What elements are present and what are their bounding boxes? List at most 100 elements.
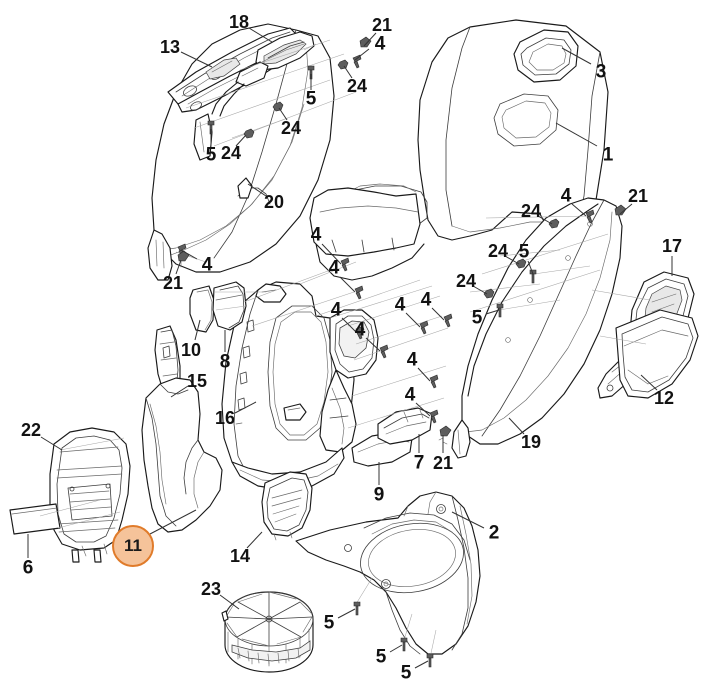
callout-label-24[interactable]: 24 [455, 271, 477, 291]
callout-label-5[interactable]: 5 [323, 612, 335, 634]
leader-line-4 [417, 367, 431, 382]
leader-line-10 [194, 319, 201, 341]
leader-line-5 [414, 660, 429, 669]
leader-line-14 [246, 531, 263, 549]
part-12-lower-trim-panel [615, 309, 699, 399]
leader-line-3 [561, 47, 592, 65]
callout-label-4[interactable]: 4 [310, 224, 322, 246]
callout-label-18[interactable]: 18 [228, 12, 250, 32]
leader-line-16 [234, 401, 257, 414]
part-19-right-hood-panel [451, 197, 623, 459]
callout-label-8[interactable]: 8 [219, 351, 231, 373]
callout-label-4[interactable]: 4 [406, 349, 418, 371]
callout-label-23[interactable]: 23 [200, 579, 222, 599]
callout-label-9[interactable]: 9 [373, 484, 385, 506]
callout-label-12[interactable]: 12 [653, 388, 675, 408]
leader-line-4 [431, 307, 445, 321]
callout-label-1[interactable]: 1 [602, 144, 614, 166]
callout-label-5[interactable]: 5 [400, 662, 412, 684]
callout-label-24[interactable]: 24 [280, 118, 302, 138]
callout-label-4[interactable]: 4 [201, 254, 213, 276]
leader-line-4 [354, 48, 370, 61]
highlighted-part-callout-11[interactable]: 11 [112, 525, 154, 567]
callout-label-13[interactable]: 13 [159, 37, 181, 57]
callout-label-2[interactable]: 2 [488, 522, 500, 544]
leader-line-4 [415, 402, 431, 417]
leader-line-24 [235, 134, 247, 147]
leader-line-4 [321, 243, 342, 265]
leader-line-13 [180, 51, 213, 68]
alignment-lines [39, 39, 651, 659]
callout-label-21[interactable]: 21 [627, 186, 649, 206]
callout-label-4[interactable]: 4 [374, 33, 386, 55]
part-14-louvered-vent [261, 471, 313, 541]
leader-line-21 [175, 259, 182, 275]
leader-line-5 [389, 644, 403, 653]
callout-label-5[interactable]: 5 [205, 144, 217, 166]
leader-line-5 [337, 608, 356, 619]
callout-label-24[interactable]: 24 [487, 241, 509, 261]
leader-line-4 [341, 317, 357, 333]
callout-label-4[interactable]: 4 [330, 299, 342, 321]
leader-line-4 [405, 312, 421, 328]
leader-line-21 [363, 32, 377, 47]
callout-label-5[interactable]: 5 [305, 88, 317, 110]
callout-label-24[interactable]: 24 [346, 76, 368, 96]
callout-label-10[interactable]: 10 [180, 340, 202, 360]
callout-label-3[interactable]: 3 [595, 61, 607, 83]
callout-label-24[interactable]: 24 [520, 201, 542, 221]
callout-label-15[interactable]: 15 [186, 371, 208, 391]
part-16-center-console [221, 281, 379, 491]
leader-line-15 [170, 385, 189, 398]
part-3-handle-trim [513, 29, 579, 83]
leader-lines [27, 27, 673, 669]
callout-label-4[interactable]: 4 [354, 319, 366, 341]
part-11-front-fender [141, 377, 223, 533]
leader-line-24 [472, 285, 488, 295]
leader-line-4 [180, 249, 198, 260]
leader-line-24 [343, 65, 353, 79]
leader-line-19 [508, 417, 525, 435]
part-10-wedge-cover [189, 285, 215, 333]
part-2-blower-housing [295, 491, 481, 655]
callout-label-14[interactable]: 14 [229, 546, 251, 566]
callout-label-5[interactable]: 5 [375, 646, 387, 668]
callout-label-17[interactable]: 17 [661, 236, 683, 256]
callout-label-5[interactable]: 5 [471, 307, 483, 329]
part-22-grille-screen [49, 427, 131, 563]
leader-line-11 [149, 509, 197, 535]
callout-label-4[interactable]: 4 [404, 384, 416, 406]
callout-label-16[interactable]: 16 [214, 408, 236, 428]
leader-line-2 [451, 511, 485, 529]
callout-label-21[interactable]: 21 [162, 273, 184, 293]
part-7-shroud [377, 407, 433, 445]
callout-label-20[interactable]: 20 [263, 192, 285, 212]
part-8-wedge-cover [212, 281, 247, 331]
callout-label-7[interactable]: 7 [413, 452, 425, 474]
callout-label-19[interactable]: 19 [520, 432, 542, 452]
leader-line-4 [571, 203, 587, 217]
leader-line-21 [619, 203, 633, 215]
leader-line-12 [640, 374, 658, 391]
callout-label-4[interactable]: 4 [560, 185, 572, 207]
callout-label-21[interactable]: 21 [371, 15, 393, 35]
callout-label-4[interactable]: 4 [420, 289, 432, 311]
leader-line-24 [278, 107, 288, 121]
leader-line-5 [485, 309, 500, 315]
leader-line-4 [365, 337, 381, 352]
callout-label-4[interactable]: 4 [394, 294, 406, 316]
leader-line-18 [248, 27, 273, 43]
callout-label-4[interactable]: 4 [328, 257, 340, 279]
callout-label-21[interactable]: 21 [432, 453, 454, 473]
callout-label-22[interactable]: 22 [20, 420, 42, 440]
callout-label-5[interactable]: 5 [518, 241, 530, 263]
leader-line-22 [40, 436, 63, 451]
leader-line-1 [555, 122, 598, 147]
part-1-handle-opening [493, 93, 559, 147]
leader-line-5 [527, 260, 534, 275]
leader-line-20 [247, 183, 267, 197]
callout-label-24[interactable]: 24 [220, 143, 242, 163]
callout-label-6[interactable]: 6 [22, 557, 34, 579]
